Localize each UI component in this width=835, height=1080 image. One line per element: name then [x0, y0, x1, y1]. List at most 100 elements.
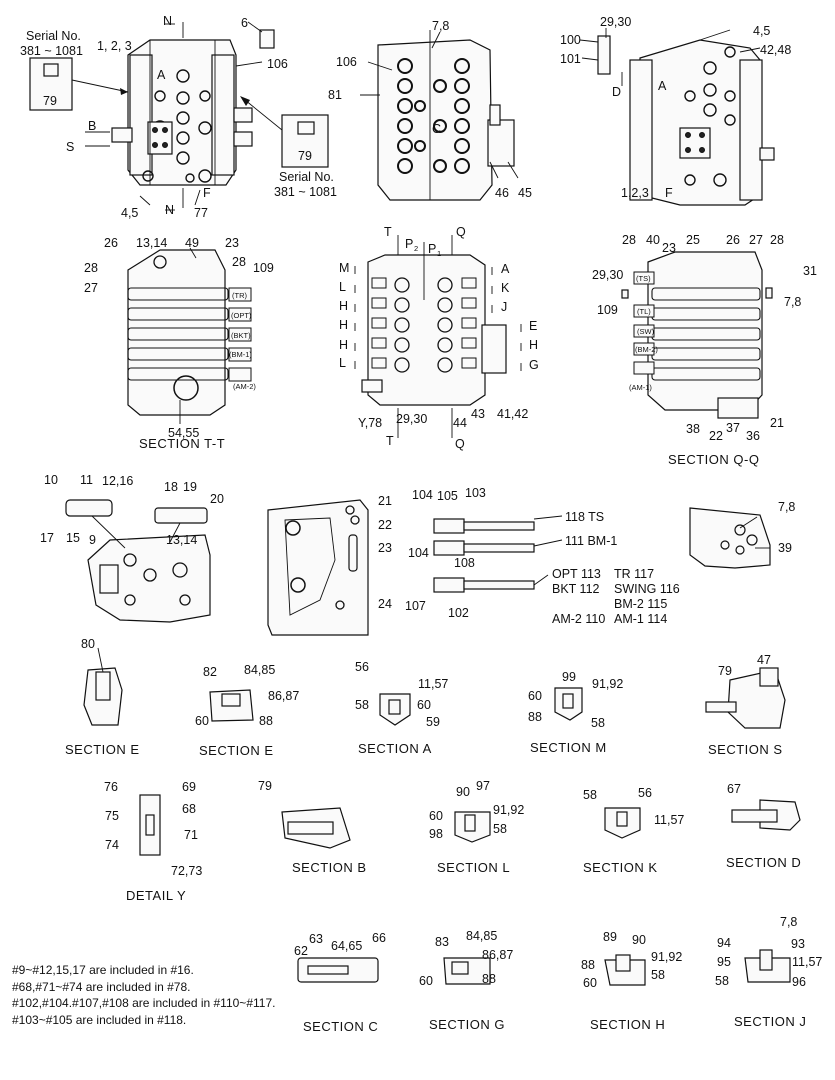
label-part: 104	[408, 546, 429, 560]
footnote: #103~#105 are included in #118.	[12, 1012, 187, 1027]
marker-p2: P	[405, 237, 413, 251]
label-part: AM-2 110	[552, 612, 605, 626]
section-title: DETAIL Y	[126, 888, 186, 903]
section-title: SECTION D	[726, 855, 801, 870]
label-part: 109	[253, 261, 274, 275]
label-part: 45	[518, 186, 532, 200]
marker-h: H	[339, 338, 348, 352]
label-part: 26	[726, 233, 740, 247]
label-part: 103	[465, 486, 486, 500]
label-part: Y,78	[358, 416, 382, 430]
label-part: 106	[267, 57, 288, 71]
label-part: 98	[429, 827, 443, 841]
label-part: 111 BM-1	[565, 534, 617, 548]
section-title: SECTION S	[708, 742, 783, 757]
label-part: 49	[185, 236, 199, 250]
section-title: SECTION A	[358, 741, 432, 756]
tag-sw: (SW)	[637, 327, 655, 336]
label-part: 105	[437, 489, 458, 503]
footnote: #102,#104.#107,#108 are included in #110…	[12, 996, 276, 1010]
label-part: 18	[164, 480, 178, 494]
label-part: 25	[686, 233, 700, 247]
label-part: 58	[591, 716, 605, 730]
label-serial-range: 381 ~ 1081	[274, 185, 337, 199]
label-part: 88	[482, 972, 496, 986]
section-qq-drawing	[621, 251, 773, 419]
label-part: BKT 112	[552, 582, 600, 596]
label-part: 7,8	[784, 295, 801, 309]
marker-s: S	[66, 140, 74, 154]
label-part: 56	[355, 660, 369, 674]
section-title: SECTION C	[303, 1019, 378, 1034]
section-markers: N N A B S F C D A F T P 2 P 1 Q T Q M L …	[66, 14, 673, 451]
section-title: SECTION M	[530, 740, 607, 755]
part-number-labels: Serial No. 381 ~ 1081 79 1, 2, 3 6 106 7…	[20, 15, 822, 990]
tag-opt: (OPT)	[231, 311, 252, 320]
label-part: 99	[562, 670, 576, 684]
label-part: 88	[528, 710, 542, 724]
label-part: 54,55	[168, 426, 199, 440]
label-part: TR 117	[614, 567, 654, 581]
label-part: 104	[412, 488, 433, 502]
marker-h: H	[339, 299, 348, 313]
label-part: 29,30	[396, 412, 427, 426]
tag-am2: (AM-2)	[233, 382, 256, 391]
label-serial-no: Serial No.	[279, 170, 334, 184]
label-part: 23	[378, 541, 392, 555]
label-part: 42,48	[760, 43, 791, 57]
label-part: 38	[686, 422, 700, 436]
label-part: 60	[195, 714, 209, 728]
section-tt-drawing	[127, 247, 252, 424]
label-part: 23	[662, 241, 676, 255]
marker-g: G	[529, 358, 539, 372]
label-part: 11,57	[418, 677, 448, 691]
marker-q: Q	[456, 225, 466, 239]
label-part: 47	[757, 653, 771, 667]
label-part: 11,57	[792, 955, 822, 969]
label-part: 63	[309, 932, 323, 946]
label-part: 97	[476, 779, 490, 793]
label-part: 37	[726, 421, 740, 435]
label-part: 56	[638, 786, 652, 800]
valve-view-center	[360, 30, 519, 201]
label-part: 13,14	[166, 533, 197, 547]
label-part: 29,30	[592, 268, 623, 282]
marker-e: E	[529, 319, 537, 333]
label-part: 88	[581, 958, 595, 972]
label-part: 84,85	[244, 663, 275, 677]
marker-h: H	[339, 318, 348, 332]
label-part: 4,5	[753, 24, 770, 38]
label-part: 88	[259, 714, 273, 728]
label-serial-no: Serial No.	[26, 29, 81, 43]
label-part: 86,87	[482, 948, 513, 962]
label-part: 79	[43, 94, 57, 108]
tag-bm1: (BM-1)	[229, 350, 252, 359]
spool-tags: (TR) (OPT) (BKT) (BM-1) (AM-2) (TS) (TL)…	[229, 274, 658, 392]
label-part: 75	[105, 809, 119, 823]
label-part: 28	[84, 261, 98, 275]
tag-am1: (AM-1)	[629, 383, 652, 392]
marker-j: J	[501, 300, 507, 314]
label-part: 108	[454, 556, 475, 570]
label-part: 66	[372, 931, 386, 945]
label-part: 29,30	[600, 15, 631, 29]
section-title: SECTION B	[292, 860, 367, 875]
label-part: 28	[232, 255, 246, 269]
section-titles: SECTION T-T SECTION Q-Q SECTION E SECTIO…	[65, 436, 806, 1034]
label-part: 60	[429, 809, 443, 823]
label-part: 23	[225, 236, 239, 250]
marker-n: N	[165, 203, 174, 217]
tag-tl: (TL)	[637, 307, 651, 316]
label-part: 60	[419, 974, 433, 988]
label-part: 62	[294, 944, 308, 958]
label-part: 91,92	[651, 950, 682, 964]
marker-k: K	[501, 281, 510, 295]
label-part: 12,16	[102, 474, 133, 488]
label-part: 20	[210, 492, 224, 506]
label-part: 94	[717, 936, 731, 950]
label-part: 74	[105, 838, 119, 852]
label-part: 60	[417, 698, 431, 712]
label-part: 107	[405, 599, 426, 613]
tag-tr: (TR)	[232, 291, 247, 300]
label-part: 39	[778, 541, 792, 555]
